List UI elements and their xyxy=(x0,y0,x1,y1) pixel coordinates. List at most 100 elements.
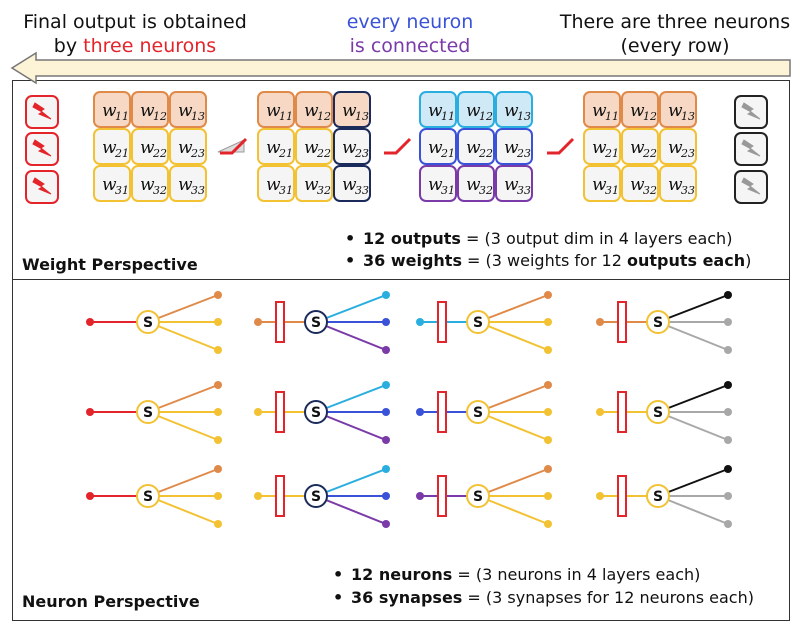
neuron-node-label: S xyxy=(311,489,321,505)
output-synapse xyxy=(147,294,219,323)
weight-cell-box xyxy=(93,128,131,165)
weight-cell-m2-12: w12 xyxy=(295,91,333,128)
weight-subscript: 12 xyxy=(317,110,331,123)
activation-bar xyxy=(275,301,285,343)
weight-subscript: 23 xyxy=(680,147,695,160)
weight-cell-box xyxy=(495,91,533,128)
weight-subscript: 33 xyxy=(681,184,695,197)
neuron-node-label: S xyxy=(653,315,663,331)
weight-cell-box xyxy=(659,128,697,165)
output-point xyxy=(724,520,732,528)
weight-cell-m2-33: w33 xyxy=(333,165,371,202)
weight-symbol: w xyxy=(178,101,193,121)
weight-symbol: w xyxy=(266,138,281,158)
weight-subscript: 32 xyxy=(317,184,331,197)
output-point xyxy=(382,465,390,473)
weight-symbol: w xyxy=(504,101,519,121)
output-synapse xyxy=(147,321,219,351)
weight-cell-box xyxy=(131,91,169,128)
weight-cell-m3-23: w23 xyxy=(495,128,533,165)
output-point xyxy=(724,291,732,299)
header-left-prefix: by xyxy=(53,35,84,57)
weight-cell-box xyxy=(169,165,207,202)
output-synapse xyxy=(657,321,729,351)
weight-symbol: w xyxy=(592,175,607,195)
weight-symbol: w xyxy=(504,175,519,195)
weight-cell-m4-13: w13 xyxy=(659,91,697,128)
header-right-line1: There are three neurons xyxy=(559,11,791,33)
output-point xyxy=(382,408,390,416)
neuron-node xyxy=(304,484,328,508)
bullet-dot: • xyxy=(333,565,344,584)
weight-subscript: 12 xyxy=(153,110,167,123)
output-point xyxy=(382,291,390,299)
weight-cell-m2-22: w22 xyxy=(295,128,333,165)
output-point xyxy=(382,436,390,444)
weight-cell-box xyxy=(659,91,697,128)
weight-subscript: 11 xyxy=(279,110,293,123)
output-point xyxy=(214,436,222,444)
weight-perspective-title: Weight Perspective xyxy=(22,255,198,274)
neuron-node-label: S xyxy=(311,315,321,331)
output-synapse xyxy=(477,411,549,441)
weight-cell-box xyxy=(583,128,621,165)
weight-cell-m3-32: w32 xyxy=(457,165,495,202)
neuron-bullet-1-bold: 12 neurons xyxy=(351,565,453,584)
flow-arrow xyxy=(10,51,791,85)
weight-cell-m3-21: w21 xyxy=(419,128,457,165)
neuron-node xyxy=(136,400,160,424)
input-point xyxy=(596,408,604,416)
weight-cell-m1-13: w13 xyxy=(169,91,207,128)
header-right: There are three neurons (every row) xyxy=(550,10,800,58)
header-mid-line1: every neuron xyxy=(346,11,474,33)
weight-cell-m2-11: w11 xyxy=(257,91,295,128)
neuron-node-label: S xyxy=(653,489,663,505)
weight-subscript: 13 xyxy=(191,110,205,123)
weight-subscript: 31 xyxy=(279,184,293,197)
weight-subscript: 33 xyxy=(191,184,205,197)
weight-bullet-2: •36 weights = (3 weights for 12 outputs … xyxy=(345,251,751,270)
weight-cell-box xyxy=(419,91,457,128)
weight-subscript: 22 xyxy=(478,147,493,160)
activation-bar xyxy=(617,391,627,433)
output-synapse xyxy=(315,495,387,525)
weight-cell-box xyxy=(419,128,457,165)
input-point xyxy=(254,318,262,326)
weight-subscript: 21 xyxy=(604,147,619,160)
weight-bullet-1: •12 outputs = (3 output dim in 4 layers … xyxy=(345,229,732,248)
weight-cell-m3-22: w22 xyxy=(457,128,495,165)
bullet-dot: • xyxy=(333,588,344,607)
neuron-node-label: S xyxy=(473,315,483,331)
output-synapse xyxy=(657,294,729,323)
weight-bullet-1-text: = (3 output dim in 4 layers each) xyxy=(460,229,733,248)
activation-bar xyxy=(437,301,447,343)
neuron-node xyxy=(646,310,670,334)
neuron-node-label: S xyxy=(143,405,153,421)
output-point xyxy=(214,291,222,299)
weight-symbol: w xyxy=(266,175,281,195)
weight-bullet-1-bold: 12 outputs xyxy=(363,229,461,248)
activation-bar xyxy=(617,475,627,517)
weight-symbol: w xyxy=(466,138,481,158)
weight-cell-box xyxy=(659,165,697,202)
output-synapse xyxy=(657,495,729,525)
weight-cell-m3-12: w12 xyxy=(457,91,495,128)
input-point xyxy=(416,492,424,500)
weight-cell-box xyxy=(583,165,621,202)
weight-cell-m4-32: w32 xyxy=(621,165,659,202)
output-point xyxy=(544,436,552,444)
weight-cell-box xyxy=(295,165,333,202)
weight-cell-m4-33: w33 xyxy=(659,165,697,202)
weight-subscript: 11 xyxy=(605,110,619,123)
weight-symbol: w xyxy=(630,175,645,195)
weight-subscript: 32 xyxy=(479,184,493,197)
weight-bullet-2-bold2: outputs each xyxy=(626,251,746,270)
input-point xyxy=(596,318,604,326)
neuron-perspective-panel xyxy=(12,279,790,621)
weight-symbol: w xyxy=(668,138,683,158)
weight-cell-box xyxy=(257,165,295,202)
output-synapse xyxy=(315,411,387,441)
neuron-node xyxy=(304,400,328,424)
input-lightning-1-icon xyxy=(741,102,761,120)
weight-cell-box xyxy=(131,128,169,165)
